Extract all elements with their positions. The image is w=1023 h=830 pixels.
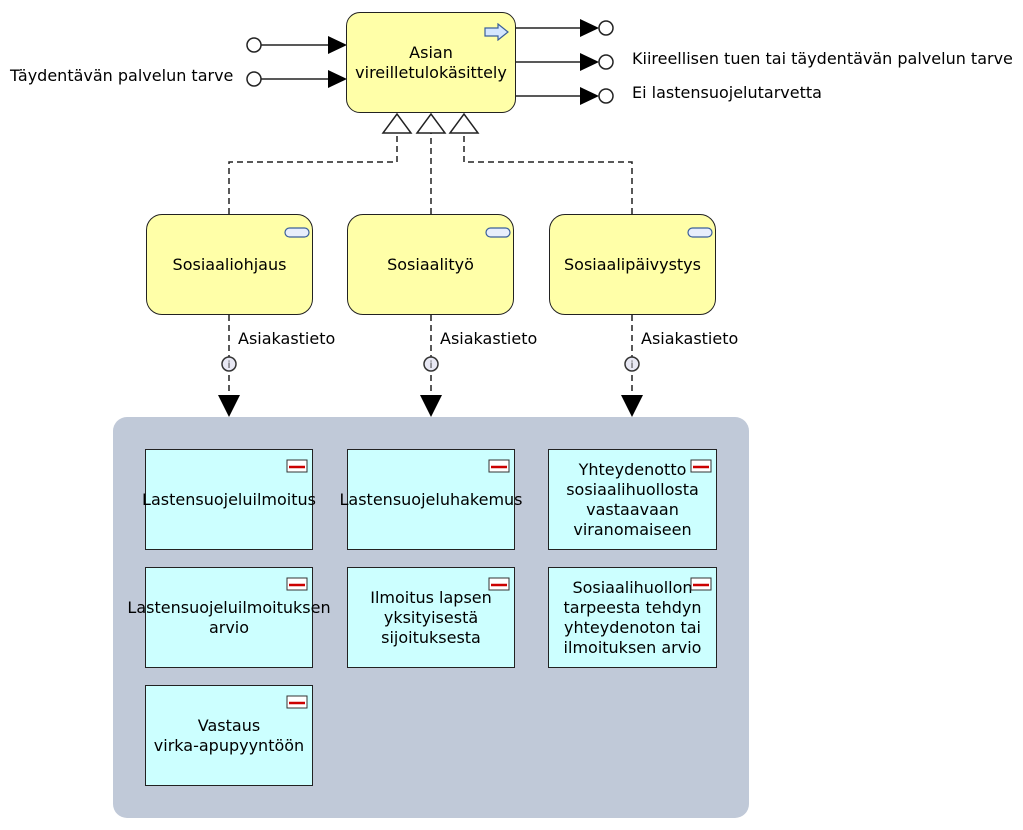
output-flow-1 [515, 19, 614, 37]
service-sosiaaliohjaus[interactable]: Sosiaaliohjaus [146, 214, 313, 315]
access-relation-2: i [420, 315, 442, 417]
serving-relation-2 [415, 112, 447, 214]
service-label: Sosiaalityö [387, 254, 474, 274]
output-label-2: Kiireellisen tuen tai täydentävän palvel… [632, 49, 1013, 68]
serving-relation-1 [228, 112, 413, 214]
service-sosiaalityo[interactable]: Sosiaalityö [347, 214, 514, 315]
svg-text:i: i [430, 360, 433, 371]
output-flow-3 [515, 87, 614, 105]
serving-relation-3 [448, 112, 633, 214]
data-object-label: Sosiaalihuollon tarpeesta tehdyn yhteyde… [563, 577, 702, 657]
process-node[interactable]: Asian vireilletulokäsittely [346, 12, 516, 113]
access-relation-3: i [621, 315, 643, 417]
data-object-sosiaalihuollon-arvio[interactable]: Sosiaalihuollon tarpeesta tehdyn yhteyde… [548, 567, 717, 668]
data-object-lastensuojeluilmoitus[interactable]: Lastensuojeluilmoitus [142, 449, 316, 550]
data-object-label: Lastensuojeluhakemus [339, 489, 523, 509]
service-icon [284, 227, 310, 238]
service-label: Sosiaalipäivystys [564, 254, 701, 274]
service-icon [687, 227, 713, 238]
data-object-label: Ilmoitus lapsen yksityisestä sijoitukses… [370, 587, 492, 647]
service-icon [485, 227, 511, 238]
data-object-label: Lastensuojeluilmoitus [142, 489, 316, 509]
data-object-ilmoitus-lapsen-sijoituksesta[interactable]: Ilmoitus lapsen yksityisestä sijoitukses… [347, 567, 515, 668]
data-object-icon [488, 459, 510, 473]
flow-label-1: Asiakastieto [238, 329, 336, 348]
data-object-lastensuojeluhakemus[interactable]: Lastensuojeluhakemus [340, 449, 523, 550]
data-object-icon [286, 577, 308, 591]
data-object-vastaus-virka-apupyyntoon[interactable]: Vastaus virka-apupyyntöön [145, 685, 313, 786]
output-flow-2 [515, 53, 614, 71]
data-object-icon [286, 695, 308, 709]
data-object-label: Lastensuojeluilmoituksen arvio [127, 597, 331, 637]
data-object-label: Yhteydenotto sosiaalihuollosta vastaavaa… [566, 459, 699, 539]
service-sosiaalipaivystys[interactable]: Sosiaalipäivystys [549, 214, 716, 315]
data-object-yhteydenotto[interactable]: Yhteydenotto sosiaalihuollosta vastaavaa… [548, 449, 717, 550]
data-object-lastensuojeluilmoituksen-arvio[interactable]: Lastensuojeluilmoituksen arvio [127, 567, 331, 668]
svg-text:i: i [631, 360, 634, 371]
input-label: Täydentävän palvelun tarve [10, 66, 234, 85]
service-label: Sosiaaliohjaus [172, 254, 287, 274]
input-flow-bottom [246, 70, 347, 88]
data-object-icon [286, 459, 308, 473]
data-object-icon [488, 577, 510, 591]
process-arrow-icon [484, 23, 509, 41]
access-relation-1: i [218, 315, 240, 417]
flow-label-2: Asiakastieto [440, 329, 538, 348]
process-label: Asian vireilletulokäsittely [355, 42, 507, 82]
output-label-3: Ei lastensuojelutarvetta [632, 83, 822, 102]
data-object-label: Vastaus virka-apupyyntöön [153, 715, 305, 755]
input-flow-top [246, 36, 347, 54]
data-object-icon [690, 459, 712, 473]
svg-text:i: i [228, 360, 231, 371]
data-object-icon [690, 577, 712, 591]
flow-label-3: Asiakastieto [641, 329, 739, 348]
